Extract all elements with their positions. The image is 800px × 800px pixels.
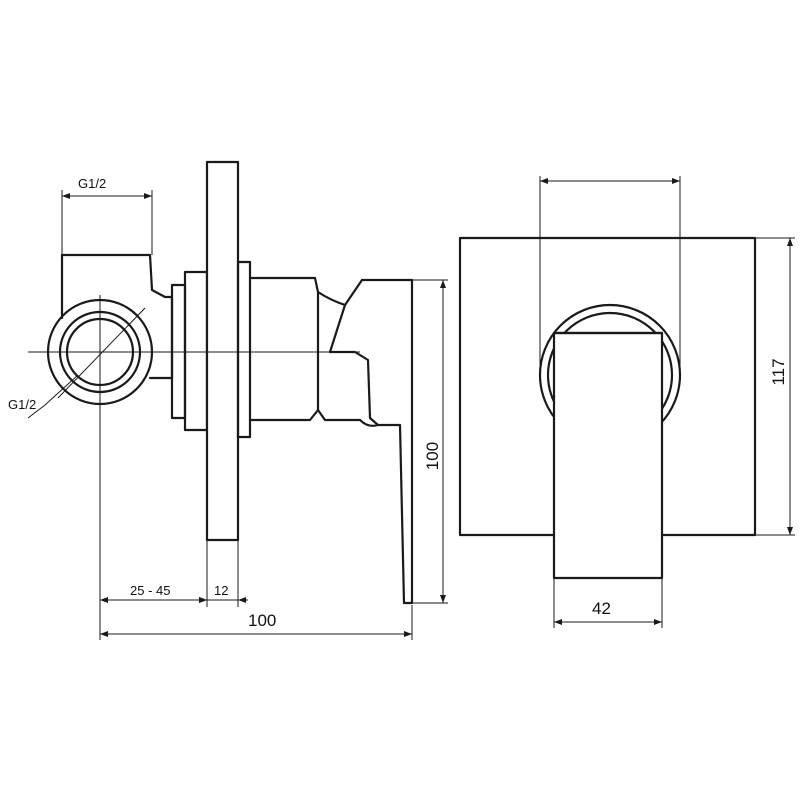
side-view [46,160,414,605]
plate-thickness-label: 12 [214,583,228,598]
dim-lever-width: 42 [553,578,663,628]
dim-depth-range: 25 - 45 [100,540,239,607]
plate-width-label: 117 [769,358,788,385]
dim-front-top [539,176,681,375]
depth-range-label: 25 - 45 [130,583,170,598]
dim-lever-height: 100 [412,279,448,604]
side-centerlines [28,295,360,605]
front-view [458,236,757,580]
lever-front [552,331,664,580]
thread-top-label: G1/2 [78,176,106,191]
dim-thread-top: G1/2 [61,176,153,255]
wall-plate-side [205,160,240,542]
dim-plate-thickness: 12 [197,583,248,603]
cartridge-collar [236,260,252,439]
dim-plate-width: 117 [755,237,795,536]
valve-body [248,276,320,422]
lever-height-label: 100 [423,442,442,470]
overall-depth-label: 100 [248,611,276,630]
thread-leader [27,374,79,419]
lever-width-label: 42 [592,599,611,618]
thread-side-label: G1/2 [8,397,36,412]
dim-overall-depth: 100 [99,605,413,640]
lever-handle [328,278,414,605]
